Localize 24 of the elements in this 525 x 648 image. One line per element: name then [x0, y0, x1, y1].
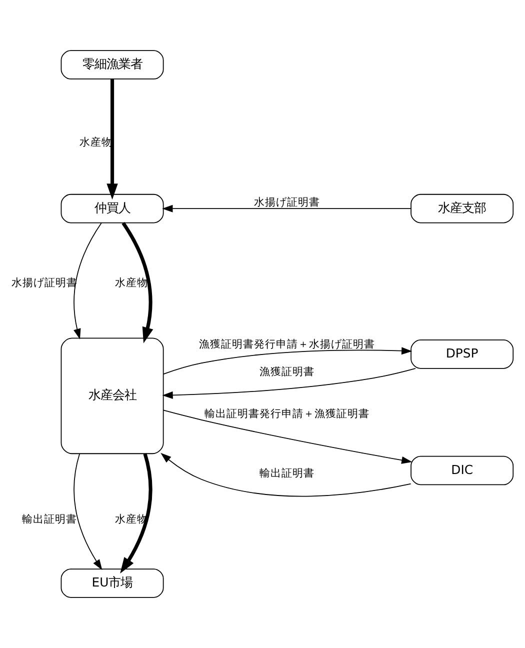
arrow — [106, 79, 118, 200]
edge-label: 漁獲証明書発行申請＋水揚げ証明書 — [199, 338, 376, 351]
edge-label: 水揚げ証明書 — [254, 196, 320, 209]
arrow — [163, 410, 412, 464]
edge-label: 漁獲証明書 — [260, 365, 315, 378]
node-box: 零細漁業者 — [60, 50, 164, 80]
arrow — [74, 222, 102, 340]
arrow — [163, 347, 412, 374]
edge-label: 輸出証明書 — [260, 466, 315, 480]
edge-label: 輸出証明書 — [22, 512, 78, 526]
arrow — [120, 453, 152, 574]
node-box: 水産会社 — [60, 338, 164, 454]
arrow — [162, 204, 412, 212]
edge-label: 水産物 — [114, 276, 148, 289]
edge-label: 輸出証明書発行申請＋漁獲証明書 — [204, 406, 370, 420]
node-box: DPSP — [410, 340, 514, 369]
arrow — [160, 452, 412, 497]
node-box: 仲買人 — [60, 194, 164, 224]
node-box: EU市場 — [60, 568, 164, 598]
node-box: 水産支部 — [410, 194, 514, 224]
node-box: DIC — [410, 456, 514, 486]
arrow — [122, 222, 154, 344]
arrow — [162, 368, 416, 399]
arrow — [74, 453, 102, 570]
